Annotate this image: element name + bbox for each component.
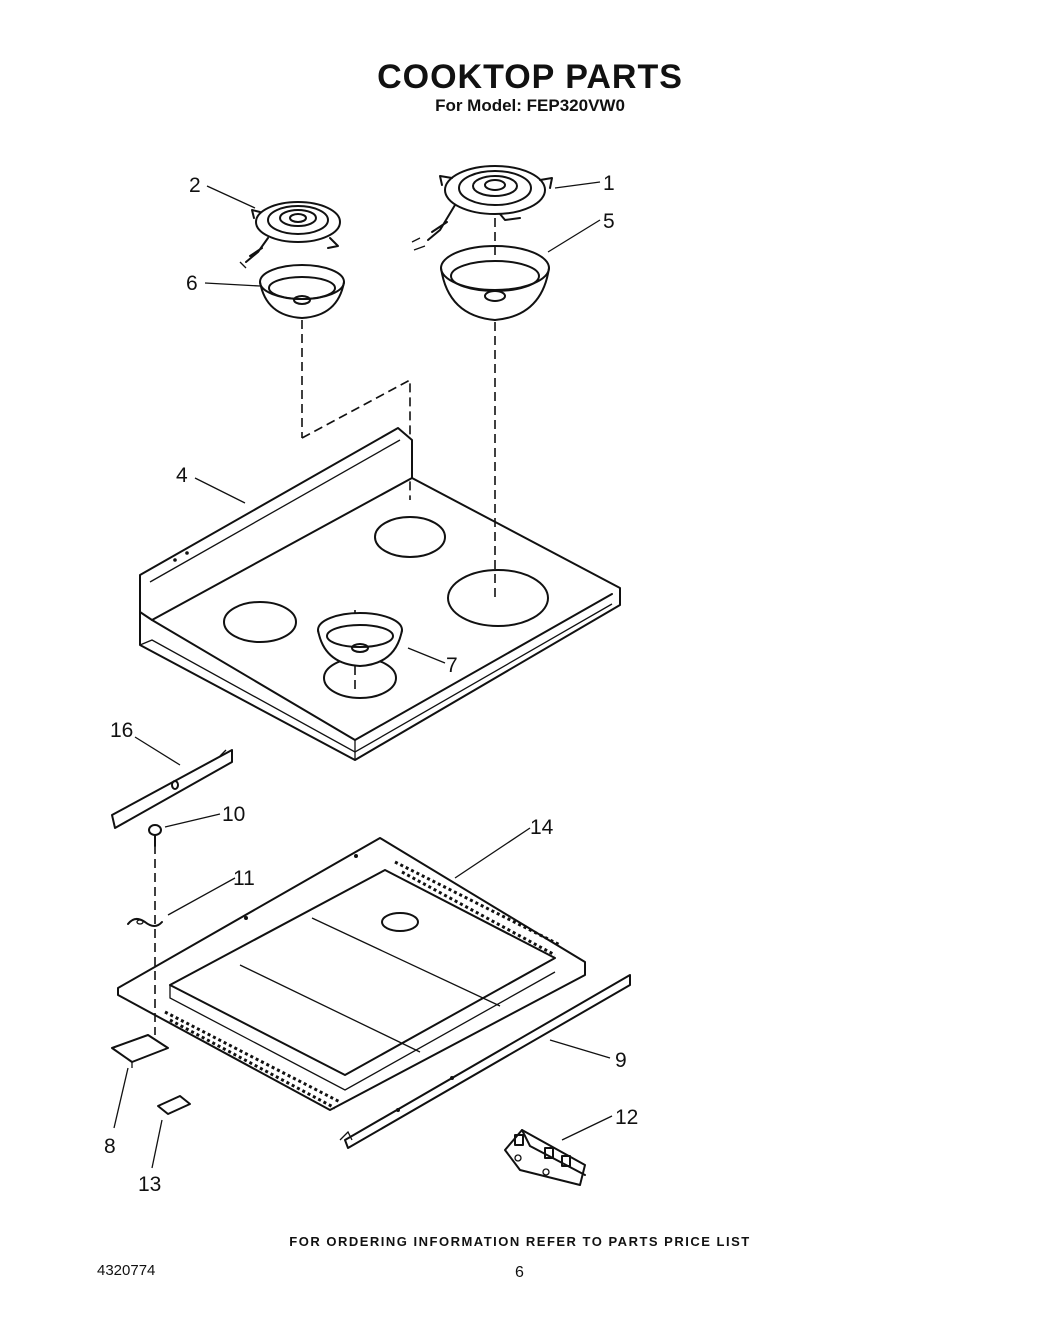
callout-labels: 1 2 4 5 6 7 8 9 10 11 12 13 14 16: [104, 172, 638, 1196]
screw: [148, 824, 162, 847]
small-clip: [157, 1095, 191, 1115]
callout-4: 4: [176, 464, 188, 487]
front-rail: [339, 974, 631, 1149]
callout-10: 10: [222, 803, 245, 826]
cooktop-main-top: [139, 427, 621, 761]
surface-element-small: [239, 201, 341, 269]
clip: [127, 918, 163, 927]
ordering-info-note: FOR ORDERING INFORMATION REFER TO PARTS …: [289, 1234, 751, 1249]
callout-7: 7: [446, 654, 458, 677]
callout-11: 11: [233, 867, 255, 890]
callout-8: 8: [104, 1135, 116, 1158]
callout-5: 5: [603, 210, 615, 233]
drip-bowl-large: [440, 245, 550, 321]
callout-16: 16: [110, 719, 133, 742]
callout-14: 14: [530, 816, 554, 839]
drip-bowl-small: [259, 264, 345, 319]
drip-bowl-center: [317, 612, 403, 667]
leader-lines: [113, 181, 613, 1169]
page-title: COOKTOP PARTS: [377, 58, 683, 96]
callout-9: 9: [615, 1049, 627, 1072]
callout-13: 13: [138, 1173, 161, 1196]
surface-element-large: [411, 165, 553, 251]
document-number: 4320774: [97, 1262, 156, 1279]
callout-1: 1: [603, 172, 615, 195]
callout-2: 2: [189, 174, 201, 197]
terminal-block: [504, 1129, 586, 1186]
callout-6: 6: [186, 272, 198, 295]
bracket: [111, 1034, 169, 1068]
page-number: 6: [515, 1264, 524, 1281]
burner-box: [117, 837, 586, 1111]
trim-strip: [111, 749, 233, 829]
model-subtitle: For Model: FEP320VW0: [435, 96, 625, 115]
callout-12: 12: [615, 1106, 638, 1129]
